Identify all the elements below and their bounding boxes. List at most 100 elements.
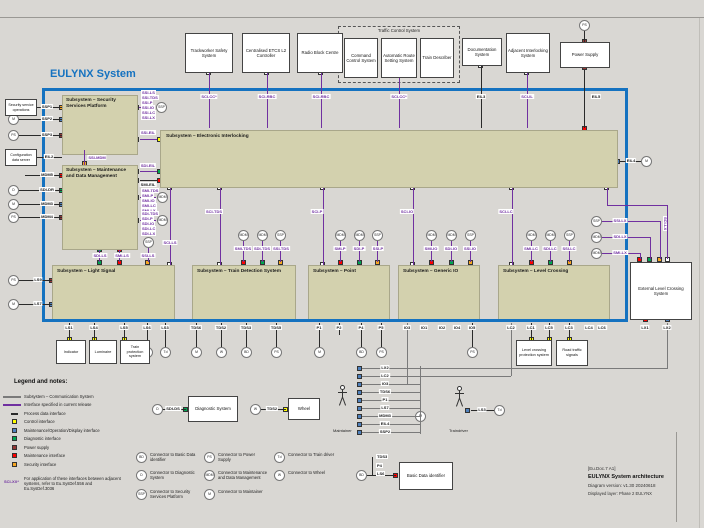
interface-line: [393, 376, 511, 377]
interface-line: [372, 457, 373, 476]
box-train-describer: Train Describer: [420, 38, 454, 78]
subsystem-title: Subsystem – Point: [313, 269, 356, 274]
interface-line: [359, 241, 360, 262]
interface-line: [196, 323, 197, 347]
interface-label: SMI-LX: [141, 208, 157, 213]
interface-line: [321, 73, 322, 128]
connector-mod: [357, 382, 362, 387]
interface-label: SMI-LC: [141, 203, 157, 208]
interface-line: [340, 241, 341, 262]
port-label: LX2: [662, 325, 672, 330]
box-wheel: Wheel: [288, 398, 320, 420]
port-label: SSP1: [40, 104, 54, 109]
legend-swatch-diagnostic: [12, 436, 17, 441]
connector-mod: [357, 430, 362, 435]
interface-label: SSI-LC: [141, 110, 157, 115]
maintainer-figure-icon: [342, 396, 347, 406]
interface-line: [640, 253, 641, 259]
subsystem-title: Subsystem – Security Services Platform: [66, 98, 116, 109]
traindriver-figure-label: Traindriver: [449, 428, 468, 433]
box-diagnostic-system: Diagnostic System: [188, 396, 238, 422]
interface-line: [413, 188, 414, 265]
connector-circle-mdm: MDM: [354, 230, 365, 241]
port-label: IO4: [452, 325, 462, 330]
interface-line: [584, 31, 585, 42]
traindriver-figure-icon: [457, 386, 462, 391]
connector-circle-diagnostic: D: [8, 185, 19, 196]
legend-row: Maintenance interface: [24, 453, 66, 458]
legend-row: Interface specified in current release: [24, 402, 92, 407]
interface-line: [69, 323, 70, 340]
interface-label: SMI-IO: [423, 246, 439, 251]
interface-label: SDI-LX: [141, 231, 157, 236]
interface-label: SMI-IO: [141, 198, 156, 203]
interface-label: SDI-TDS: [253, 246, 271, 251]
connector-circle-power-supply: PS: [8, 212, 19, 223]
interface-label: SSI-TDS: [272, 246, 290, 251]
connector-circle-ssp: SSP: [465, 230, 476, 241]
connector-circle-mdm: MDM: [446, 230, 457, 241]
subsystem-generic-io: [398, 265, 480, 320]
connector-circle-power-supply: PS: [271, 347, 282, 358]
connector-security: [657, 257, 662, 262]
interface-label: SDI-LC: [141, 226, 157, 231]
port-label: LS3: [160, 325, 170, 330]
connector-circle-train-driver: Td: [274, 452, 285, 463]
interface-line: [267, 73, 268, 128]
box-adjacent-interlocking-system: Adjacent Interlocking System: [506, 33, 550, 73]
interface-line: [362, 368, 420, 369]
box-level-crossing-protection-system: Level crossing protection system: [516, 340, 552, 366]
box-documentation-system: Documentation System: [462, 38, 502, 66]
caption-doc-ref: [Eu.Doc.7 A1]: [588, 466, 616, 471]
interface-line: [602, 221, 661, 222]
connector-circle-basic-data: BD: [241, 347, 252, 358]
port-label: P4: [357, 325, 365, 330]
legend-row: Security interface: [24, 462, 57, 467]
caption-version: Diagram version: v1.30 20240618: [588, 483, 656, 488]
connector-circle-power-supply: PS: [579, 20, 590, 31]
interface-line: [140, 139, 157, 140]
interface-label: SSI-LX: [141, 115, 156, 120]
interface-line: [472, 323, 473, 347]
port-label: TDS6: [189, 325, 203, 330]
port-label: TDS3: [239, 325, 253, 330]
interface-line: [362, 384, 420, 385]
connector-circle-power-supply: PS: [8, 130, 19, 141]
box-trackworker-safety-system: Trackworker Safety System: [185, 33, 233, 73]
port-label: EIL4: [379, 421, 391, 426]
interface-line: [407, 323, 408, 384]
interface-line: [319, 323, 320, 347]
connector-circle-basic-data: BD: [356, 470, 367, 481]
interface-label: SSI-TDS: [141, 95, 159, 100]
interface-label: EIL4: [625, 158, 637, 163]
caption-layer: Displayed layer: Phase 2 EULYNX: [588, 491, 652, 496]
connector-mod: [357, 406, 362, 411]
connector-circle-ssp: SSP: [275, 230, 286, 241]
interface-line: [276, 323, 277, 347]
box-basic-data-identifier: Basic Data identifier: [399, 462, 453, 490]
subsystem-title: Subsystem – Train Detection System: [197, 269, 281, 274]
connector-circle-diagnostic: D: [152, 404, 163, 415]
port-label: LS6: [376, 471, 386, 476]
connector-circle-maintainer: M: [191, 347, 202, 358]
interface-label: SCI-LC: [498, 209, 514, 214]
interface-label: EIL5: [590, 94, 602, 99]
interface-line: [362, 376, 420, 377]
port-label: MDM5: [40, 172, 54, 177]
connector-circle-ssp: SSP: [136, 489, 147, 500]
interface-line: [362, 424, 420, 425]
port-label: P4: [376, 463, 383, 468]
connector-circle-ssp: SSP: [372, 230, 383, 241]
connector-legend-row: Connector to Power Supply: [218, 452, 256, 463]
interface-line: [512, 188, 513, 265]
interface-label: SMI-LX: [612, 250, 628, 255]
connector-circle-ssp: SSP: [564, 230, 575, 241]
connector-mod: [357, 366, 362, 371]
interface-line: [420, 366, 421, 434]
box-security-service-operations: Security service operations: [5, 99, 37, 116]
connector-circle-mdm: MDM: [526, 230, 537, 241]
legend-row: Power supply: [24, 445, 50, 450]
interface-line: [393, 368, 668, 369]
page-rule-top: [0, 17, 704, 18]
interface-line: [381, 323, 382, 347]
